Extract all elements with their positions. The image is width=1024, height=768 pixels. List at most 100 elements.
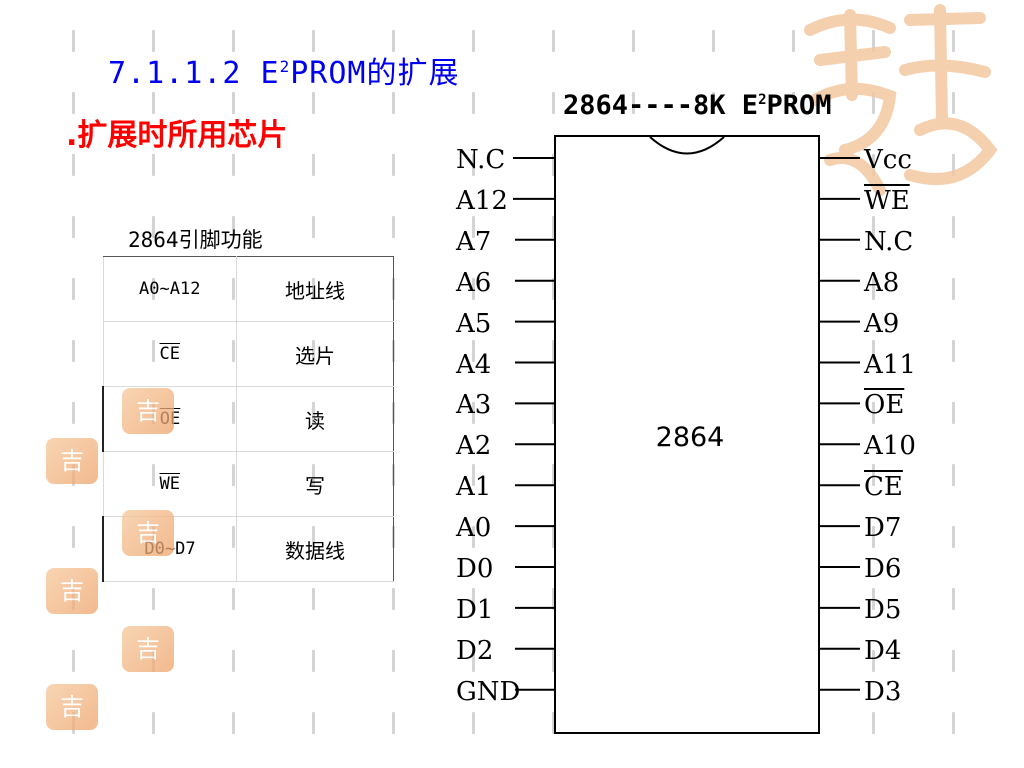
left-pin-label: A6: [456, 267, 492, 298]
background-dash: [632, 30, 635, 52]
background-dash: [312, 712, 315, 734]
background-dash: [232, 588, 235, 610]
background-dash: [392, 216, 395, 238]
chip-label: 2864: [656, 422, 725, 453]
background-dash: [872, 588, 875, 610]
chip-title: 2864----8K E2PROM: [563, 90, 832, 121]
background-dash: [472, 340, 475, 362]
right-pin-label: A8: [864, 267, 900, 298]
right-pin-label: N.C: [864, 226, 914, 257]
seal-watermark: 吉: [122, 626, 174, 672]
background-dash: [792, 92, 795, 114]
background-dash: [952, 216, 955, 238]
background-dash: [872, 154, 875, 176]
background-dash: [392, 650, 395, 672]
background-dash: [552, 464, 555, 486]
background-dash: [232, 154, 235, 176]
left-pin-label: A2: [456, 431, 492, 462]
background-dash: [312, 30, 315, 52]
background-dash: [552, 30, 555, 52]
background-dash: [472, 402, 475, 424]
background-dash: [312, 216, 315, 238]
background-dash: [552, 526, 555, 548]
background-dash: [952, 30, 955, 52]
background-dash: [472, 650, 475, 672]
background-dash: [952, 278, 955, 300]
background-dash: [952, 92, 955, 114]
background-dash: [472, 154, 475, 176]
left-pin-label: D0: [456, 554, 494, 584]
background-dash: [72, 526, 75, 548]
seal-glyph: 吉: [60, 693, 84, 721]
background-dash: [392, 92, 395, 114]
right-pin-label: OE: [864, 390, 905, 421]
background-dash: [152, 92, 155, 114]
background-dash: [872, 30, 875, 52]
background-dash: [872, 92, 875, 114]
function-cell: 选片: [236, 321, 394, 387]
signal-cell: WE: [102, 451, 237, 517]
seal-watermark: 吉: [122, 510, 174, 556]
right-pin-label: D6: [864, 554, 902, 584]
background-dash: [552, 650, 555, 672]
background-dash: [872, 340, 875, 362]
left-pin-label: A0: [456, 513, 492, 544]
background-dash: [552, 278, 555, 300]
background-dash: [232, 650, 235, 672]
chip-notch: [649, 136, 725, 155]
seal-glyph: 吉: [136, 519, 160, 547]
background-dash: [472, 526, 475, 548]
left-pin-label: D1: [456, 594, 494, 625]
left-pin-label: A3: [456, 390, 492, 421]
left-pin-label: D2: [456, 635, 494, 666]
background-dash: [712, 30, 715, 52]
background-dash: [952, 712, 955, 734]
background-dash: [152, 154, 155, 176]
background-dash: [872, 278, 875, 300]
right-pin-label: CE: [864, 472, 903, 503]
background-dash: [552, 216, 555, 238]
background-dash: [392, 402, 395, 424]
subheading: .扩展时所用芯片: [66, 118, 288, 153]
background-dash: [392, 526, 395, 548]
background-dash: [792, 30, 795, 52]
section-heading: 7.1.1.2 E2PROM的扩展: [108, 56, 460, 91]
background-dash: [72, 650, 75, 672]
background-dash: [872, 526, 875, 548]
right-pin-label: WE: [864, 185, 910, 216]
background-dash: [72, 278, 75, 300]
right-pin-label: A10: [864, 431, 916, 462]
background-dash: [552, 340, 555, 362]
background-dash: [392, 712, 395, 734]
chip-body: [554, 135, 820, 734]
background-dash: [552, 92, 555, 114]
background-dash: [72, 154, 75, 176]
seal-glyph: 吉: [136, 635, 160, 663]
background-dash: [312, 588, 315, 610]
background-dash: [952, 340, 955, 362]
left-pin-label: N.C: [456, 145, 506, 175]
background-dash: [552, 712, 555, 734]
right-pin-label: A11: [864, 349, 916, 380]
background-dash: [392, 154, 395, 176]
background-dash: [392, 30, 395, 52]
function-cell: 读: [236, 386, 394, 452]
background-dash: [152, 712, 155, 734]
background-dash: [472, 278, 475, 300]
background-dash: [392, 340, 395, 362]
seal-watermark: 吉: [46, 438, 98, 484]
seal-glyph: 吉: [60, 577, 84, 605]
right-pin-label: D3: [864, 676, 902, 707]
background-dash: [872, 402, 875, 424]
background-dash: [872, 712, 875, 734]
background-dash: [472, 216, 475, 238]
background-dash: [552, 154, 555, 176]
table-row: CE 选片: [102, 321, 394, 387]
background-dash: [392, 278, 395, 300]
left-pin-label: GND: [456, 676, 521, 707]
right-pin-label: D7: [864, 513, 902, 544]
background-dash: [72, 30, 75, 52]
table-caption: 2864引脚功能: [128, 228, 263, 252]
